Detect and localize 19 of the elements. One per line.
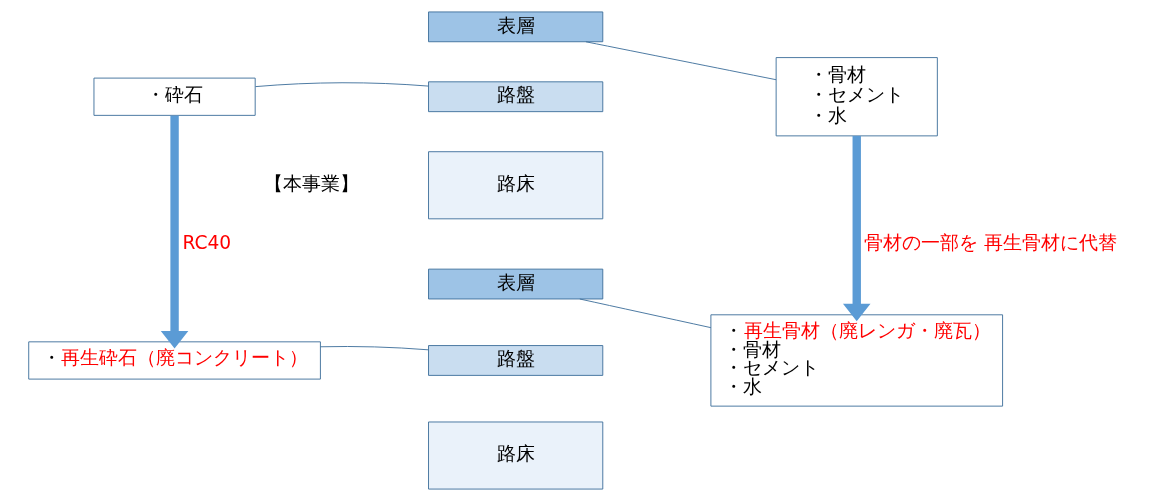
node-box: ・砕石 (93, 77, 256, 116)
node-box: 路盤 (428, 81, 604, 113)
node-box: ・再生骨材（廃レンガ・廃瓦） ・骨材 ・セメント ・水 (710, 314, 1004, 407)
connector (255, 82, 429, 88)
node-box: 路床 (428, 421, 604, 490)
node-box: 表層 (428, 268, 604, 300)
edge-label: RC40 (182, 231, 232, 253)
arrow (160, 115, 189, 349)
node-box: 路盤 (428, 345, 604, 376)
connector (579, 298, 712, 329)
arrow (842, 136, 871, 322)
connector (320, 346, 429, 351)
edge-label: 骨材の一部を 再生骨材に代替 (864, 231, 1118, 253)
node-box: 路床 (428, 151, 604, 220)
node-box: 表層 (428, 11, 604, 43)
connector (585, 41, 777, 81)
label: 【本事業】 (264, 172, 360, 194)
node-box: ・骨材 ・セメント ・水 (775, 57, 938, 137)
node-box: ・再生砕石（廃コンクリート） (28, 341, 321, 380)
